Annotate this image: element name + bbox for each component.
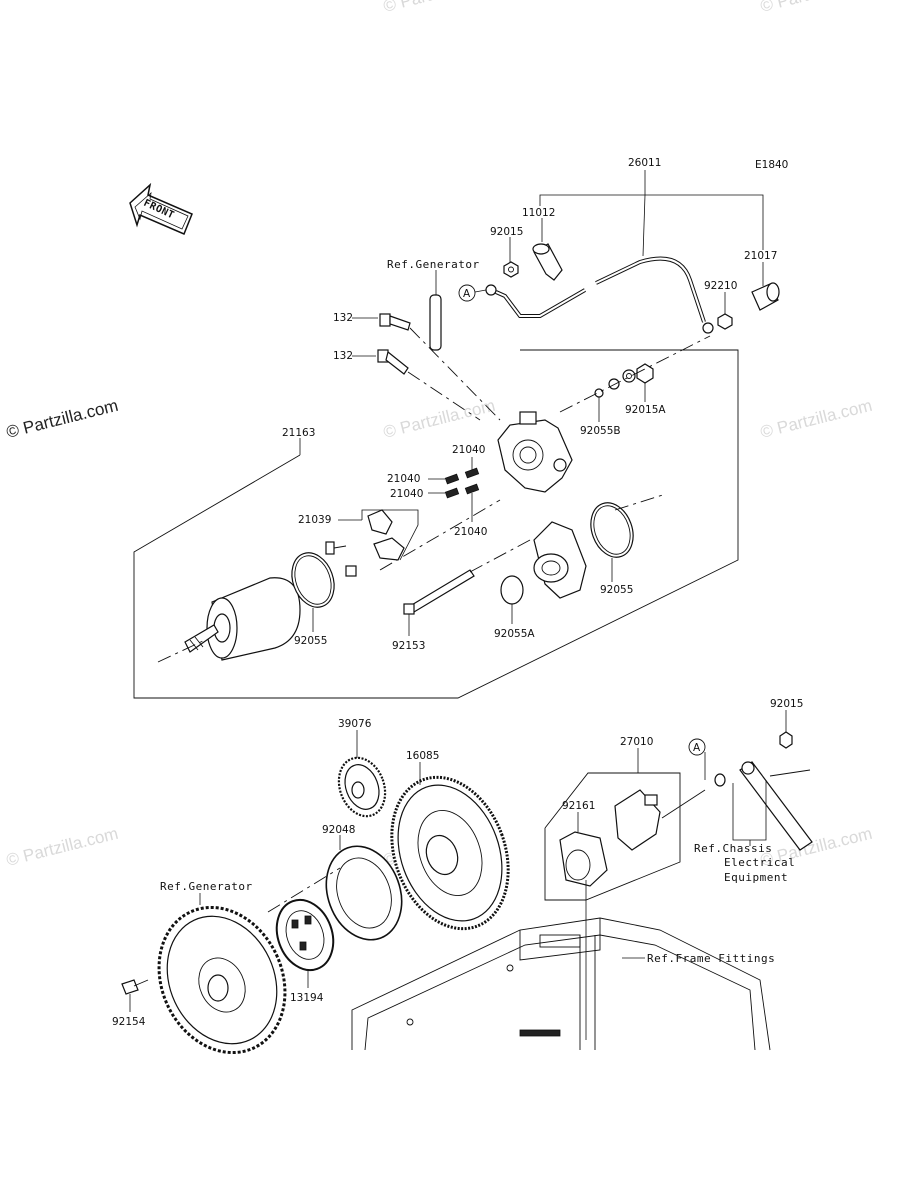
front-arrow-icon: FRONT (129, 182, 193, 235)
ref-chassis-line3: Equipment (724, 871, 788, 884)
idle-gear (337, 756, 387, 818)
nut-92015-bottom (779, 731, 793, 749)
callout-a-bottom (688, 738, 706, 756)
terminal-boot (532, 243, 563, 281)
part-label-27010: 27010 (620, 736, 653, 748)
terminal-boot-21017 (751, 282, 780, 311)
rear-cover (497, 411, 573, 493)
front-cover (533, 521, 587, 599)
o-ring-left (291, 552, 335, 608)
part-label-92055a: 92055A (494, 628, 535, 640)
brush-springs (444, 467, 480, 499)
part-label-92055b: 92055B (580, 425, 621, 437)
part-label-21040-c: 21040 (390, 488, 423, 500)
nut-92015 (503, 261, 519, 278)
part-label-11012: 11012 (522, 207, 555, 219)
diagram-id: E1840 (755, 159, 788, 171)
bolt-132-b (377, 349, 409, 375)
starter-gear (390, 775, 510, 931)
brush-holder (325, 509, 405, 577)
needle-bearing-ring (325, 845, 403, 941)
watermark: © Partzilla.com (758, 0, 874, 16)
generator-rotor (157, 905, 287, 1055)
watermark: © Partzilla.com (381, 396, 497, 442)
part-label-21040-d: 21040 (454, 526, 487, 538)
callout-a (458, 284, 476, 302)
part-label-13194: 13194 (290, 992, 324, 1004)
part-label-26011: 26011 (628, 157, 661, 169)
part-label-21040-b: 21040 (387, 473, 420, 485)
chassis-wire (739, 761, 813, 851)
bolt-132-a (379, 313, 411, 331)
part-label-92153: 92153 (392, 640, 425, 652)
callout-a-label: A (463, 288, 471, 300)
one-way-clutch (275, 898, 335, 972)
watermark: © Partzilla.com (4, 824, 120, 870)
part-label-92055-left: 92055 (294, 635, 327, 647)
ref-chassis-line1: Ref.Chassis (694, 842, 772, 855)
starter-cable (485, 256, 714, 334)
part-label-16085: 16085 (406, 750, 439, 762)
part-label-92055-right: 92055 (600, 584, 633, 596)
relay-box (544, 772, 681, 901)
watermark: © Partzilla.com (758, 396, 874, 442)
part-label-92161: 92161 (562, 800, 595, 812)
ref-chassis-line2: Electrical (724, 856, 795, 869)
starter-relay (614, 789, 706, 851)
o-ring-right (590, 502, 634, 558)
part-label-132-a: 132 (333, 312, 353, 324)
part-label-21040-a: 21040 (452, 444, 485, 456)
part-label-21163: 21163 (282, 427, 315, 439)
watermarks: © Partzilla.com © Partzilla.com © Partzi… (4, 0, 874, 870)
ref-generator-top: Ref.Generator (387, 258, 480, 271)
watermark: © Partzilla.com (381, 0, 497, 16)
frame (351, 917, 771, 1051)
part-label-92015-top: 92015 (490, 226, 523, 238)
ref-frame-fittings: Ref.Frame Fittings (647, 952, 775, 965)
part-label-92015a: 92015A (625, 404, 666, 416)
ground-strap (429, 294, 442, 351)
part-label-92015-bottom: 92015 (770, 698, 803, 710)
through-bolt (403, 569, 475, 615)
o-ring-92055a (500, 575, 524, 605)
callout-a-bottom-label: A (693, 742, 701, 754)
ref-generator-bottom: Ref.Generator (160, 880, 253, 893)
nut-92210 (717, 313, 733, 330)
relay-cover (559, 831, 608, 887)
part-label-92048: 92048 (322, 824, 355, 836)
nut-92015a (636, 363, 654, 384)
watermark-main: © Partzilla.com (4, 396, 120, 442)
assembly-outline (133, 349, 739, 699)
part-label-132-b: 132 (333, 350, 353, 362)
starter-yoke (184, 577, 301, 661)
part-label-21039: 21039 (298, 514, 331, 526)
part-label-21017: 21017 (744, 250, 777, 262)
part-label-39076: 39076 (338, 718, 372, 730)
bolt-92154 (121, 979, 149, 995)
part-label-92210: 92210 (704, 280, 737, 292)
part-label-92154: 92154 (112, 1016, 146, 1028)
